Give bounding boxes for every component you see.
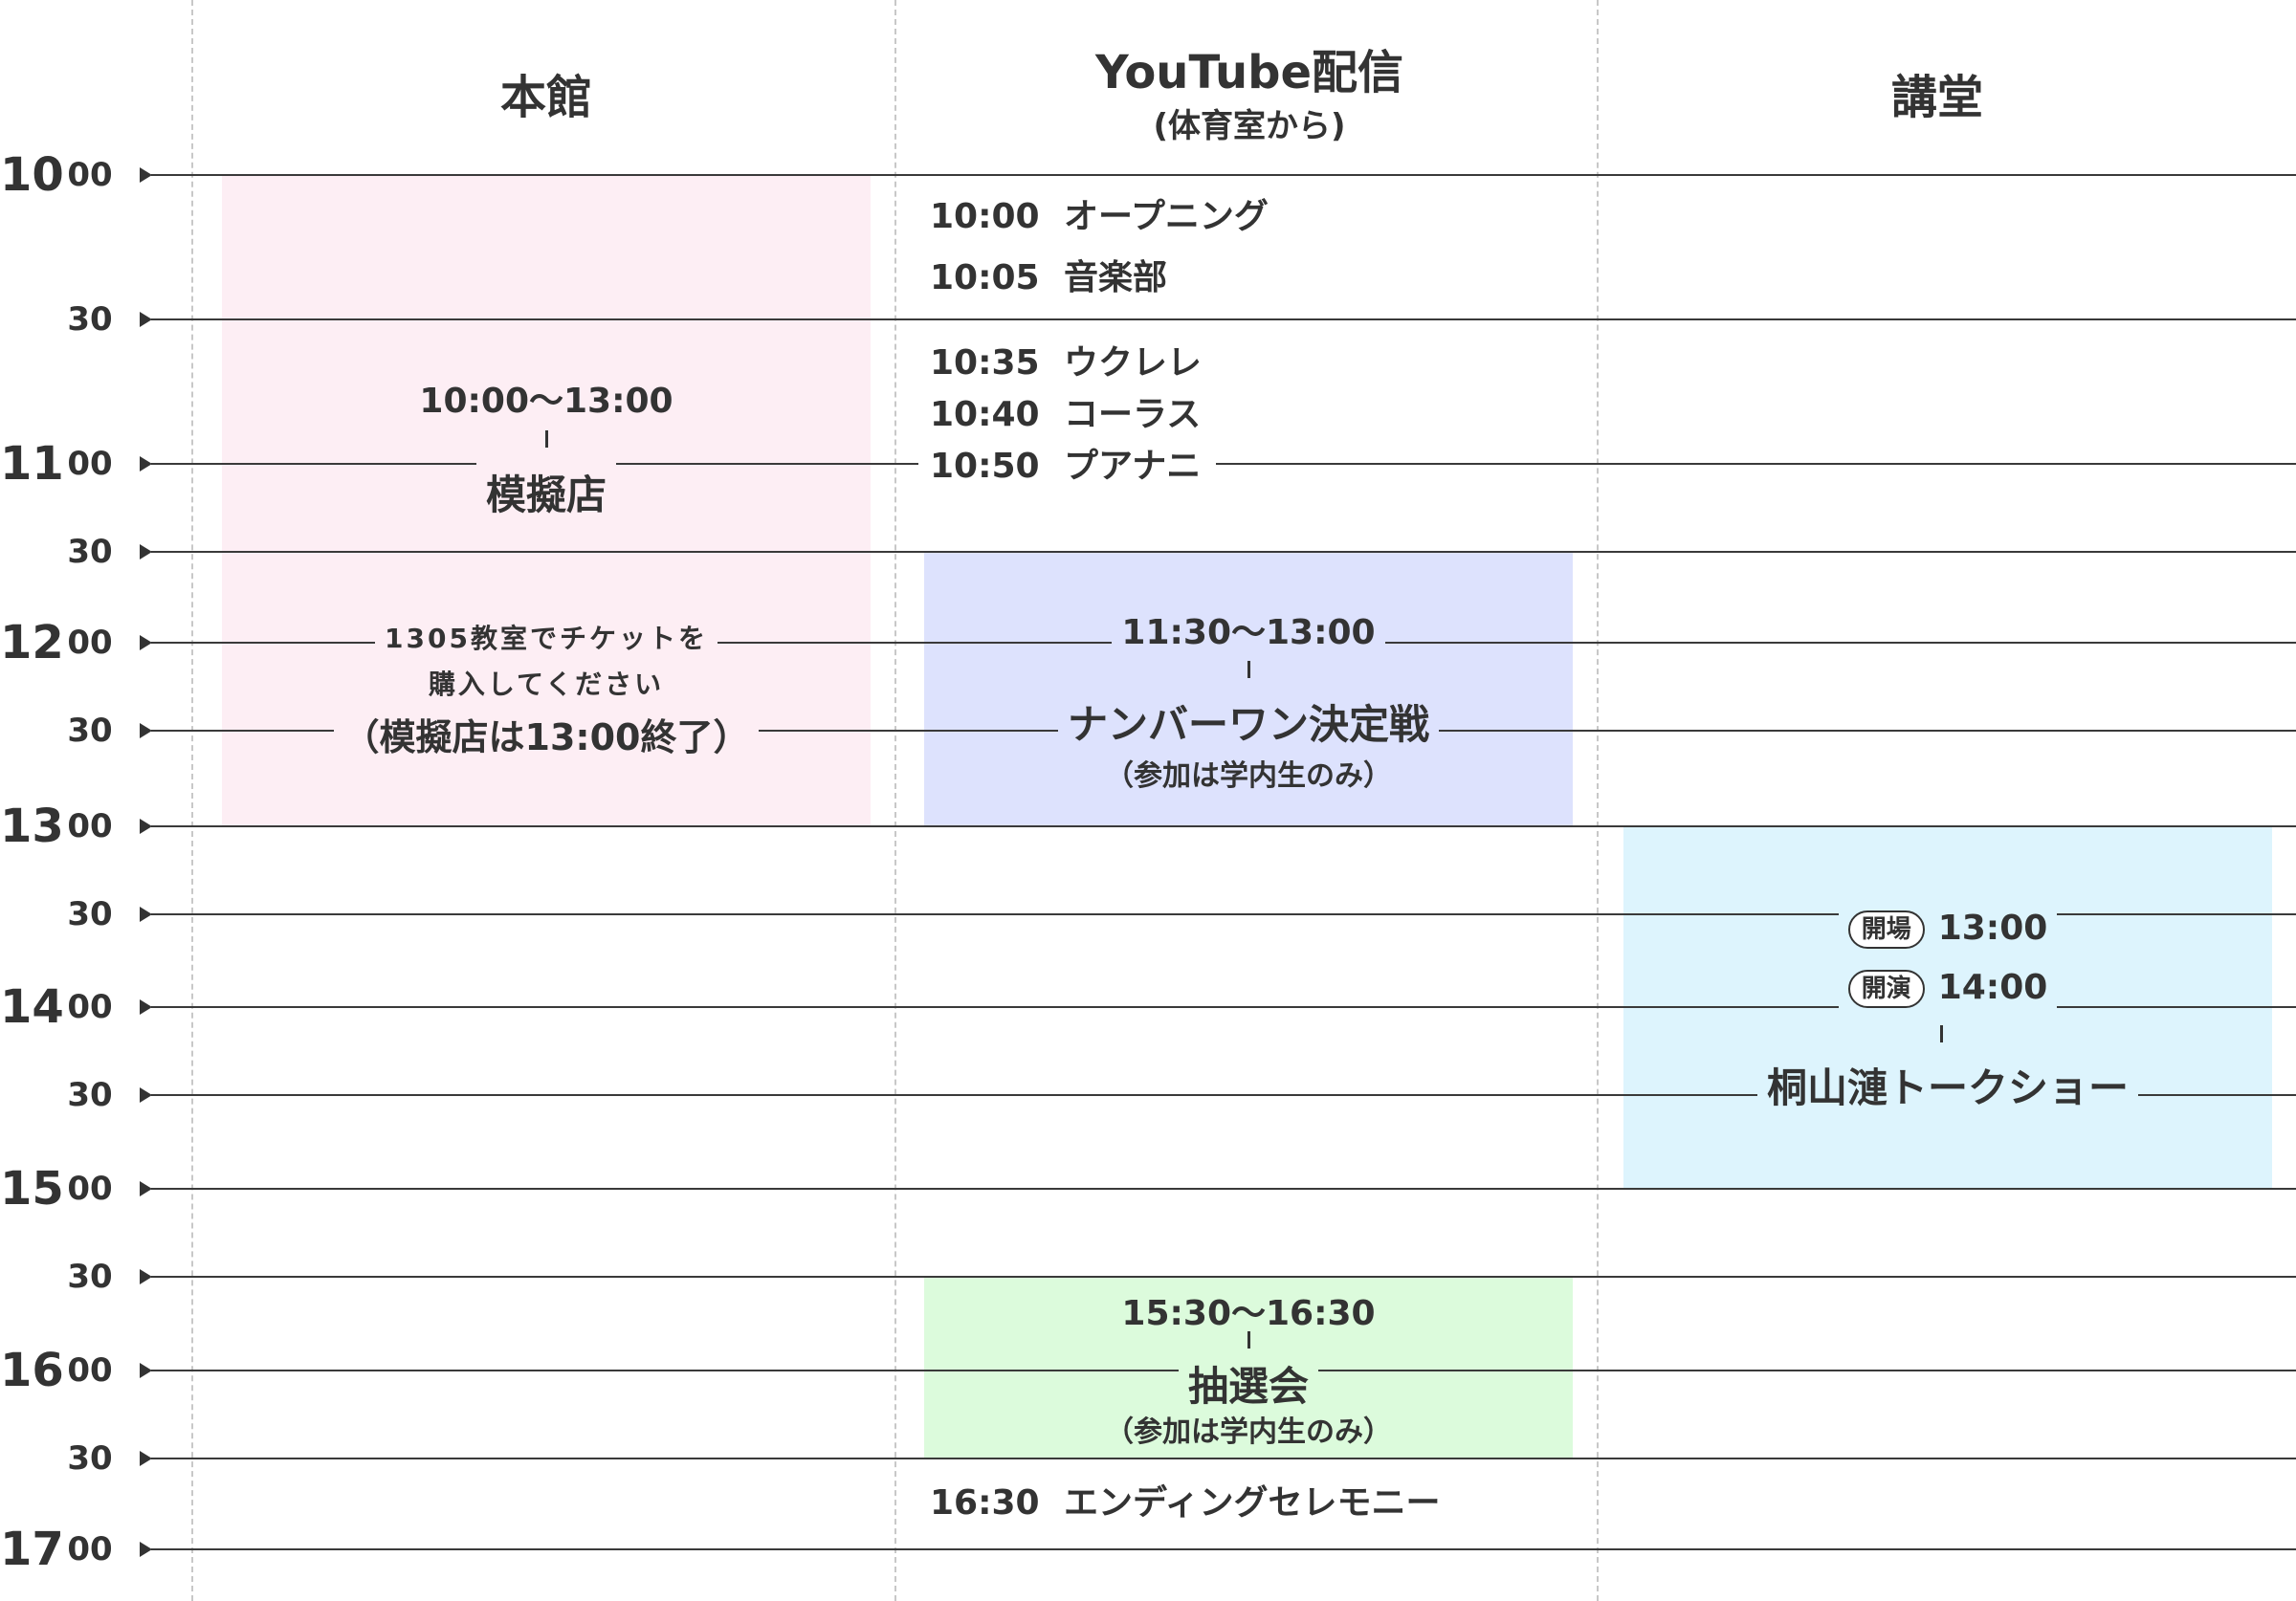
- time-arrow-icon: [140, 456, 152, 472]
- time-arrow-icon: [140, 167, 152, 183]
- talkshow-start-time: 14:00: [1937, 968, 2048, 1007]
- column-header-honkan: 本館: [499, 71, 592, 124]
- time-arrow-icon: [140, 312, 152, 327]
- column-divider: [1597, 0, 1599, 1601]
- time-line: [151, 1188, 2296, 1190]
- time-arrow-icon: [140, 1363, 152, 1378]
- time-minute-label: 00: [67, 1351, 113, 1390]
- time-arrow-icon: [140, 635, 152, 650]
- time-minute-label: 00: [67, 156, 113, 194]
- number-one-time: 11:30〜13:00: [1112, 604, 1385, 654]
- mogiten-note-line3: （模擬店は13:00終了）: [333, 708, 760, 760]
- talkshow-badge-start: 開演: [1847, 970, 1925, 1008]
- lottery-title: 抽選会: [1178, 1354, 1318, 1413]
- talkshow-open-row: 開場 13:00: [1838, 909, 2058, 949]
- time-minute-label: 30: [67, 712, 113, 750]
- time-minute-label: 00: [67, 624, 113, 662]
- time-arrow-icon: [140, 1087, 152, 1103]
- time-line: [151, 1458, 2296, 1459]
- time-arrow-icon: [140, 723, 152, 738]
- event-block-talkshow: [1623, 826, 2272, 1190]
- time-minute-label: 30: [67, 1258, 113, 1296]
- mogiten-tick: [545, 430, 548, 448]
- column-header-youtube-subtitle: (体育室から): [1153, 107, 1346, 145]
- talkshow-open-time: 13:00: [1937, 909, 2048, 948]
- time-hour-label: 17: [0, 1523, 64, 1576]
- time-minute-label: 00: [67, 807, 113, 845]
- time-minute-label: 30: [67, 1439, 113, 1478]
- time-minute-label: 30: [67, 300, 113, 339]
- time-line: [151, 174, 2296, 176]
- mogiten-title: 模擬店: [475, 463, 616, 521]
- time-hour-label: 14: [0, 980, 64, 1034]
- time-minute-label: 00: [67, 988, 113, 1026]
- time-minute-label: 00: [67, 1530, 113, 1568]
- time-hour-label: 16: [0, 1344, 64, 1397]
- lottery-tick: [1247, 1331, 1250, 1349]
- time-arrow-icon: [140, 1181, 152, 1196]
- talkshow-title: 桐山漣トークショー: [1756, 1056, 2138, 1114]
- time-line: [151, 825, 2296, 827]
- time-hour-label: 10: [0, 148, 64, 202]
- time-line: [151, 913, 2296, 915]
- time-hour-label: 15: [0, 1162, 64, 1216]
- mogiten-time: 10:00〜13:00: [409, 373, 683, 423]
- talkshow-start-row: 開演 14:00: [1838, 968, 2058, 1008]
- time-line: [151, 1094, 2296, 1096]
- talkshow-tick: [1940, 1025, 1943, 1042]
- lottery-text: 15:30〜16:30 抽選会 （参加は学内生のみ）: [924, 0, 1573, 1601]
- time-arrow-icon: [140, 1269, 152, 1284]
- time-arrow-icon: [140, 1451, 152, 1466]
- time-hour-label: 12: [0, 616, 64, 669]
- number-one-tick: [1247, 661, 1250, 678]
- time-arrow-icon: [140, 999, 152, 1015]
- time-arrow-icon: [140, 544, 152, 559]
- time-hour-label: 13: [0, 800, 64, 853]
- lottery-note: （参加は学内生のみ）: [1095, 1408, 1402, 1450]
- column-header-kodo: 講堂: [1890, 71, 1983, 124]
- time-minute-label: 30: [67, 1076, 113, 1114]
- column-divider: [191, 0, 193, 1601]
- column-header-youtube: YouTube配信: [1094, 46, 1404, 99]
- time-arrow-icon: [140, 907, 152, 922]
- time-arrow-icon: [140, 1542, 152, 1557]
- talkshow-text: 開場 13:00 開演 14:00 桐山漣トークショー: [1623, 0, 2272, 1601]
- time-line: [151, 1548, 2296, 1550]
- talkshow-badge-open: 開場: [1847, 910, 1925, 949]
- time-line: [151, 1006, 2296, 1008]
- mogiten-note-line1: 1305教室でチケットを: [375, 618, 718, 656]
- time-hour-label: 11: [0, 437, 64, 491]
- time-minute-label: 00: [67, 445, 113, 483]
- mogiten-text: 10:00〜13:00 模擬店 1305教室でチケットを 購入してください （模…: [222, 0, 871, 1601]
- time-minute-label: 00: [67, 1170, 113, 1208]
- time-line: [151, 551, 2296, 553]
- number-one-title: ナンバーワン決定戦: [1057, 692, 1439, 751]
- number-one-note: （参加は学内生のみ）: [1095, 752, 1402, 794]
- mogiten-note-line2: 購入してください: [418, 664, 674, 702]
- time-minute-label: 30: [67, 895, 113, 933]
- number-one-text: 11:30〜13:00 ナンバーワン決定戦 （参加は学内生のみ）: [924, 0, 1573, 1601]
- time-arrow-icon: [140, 819, 152, 834]
- lottery-time: 15:30〜16:30: [1112, 1285, 1385, 1335]
- time-minute-label: 30: [67, 533, 113, 571]
- column-divider: [894, 0, 896, 1601]
- time-line: [151, 318, 2296, 320]
- time-line: [151, 463, 2296, 465]
- time-line: [151, 1276, 2296, 1278]
